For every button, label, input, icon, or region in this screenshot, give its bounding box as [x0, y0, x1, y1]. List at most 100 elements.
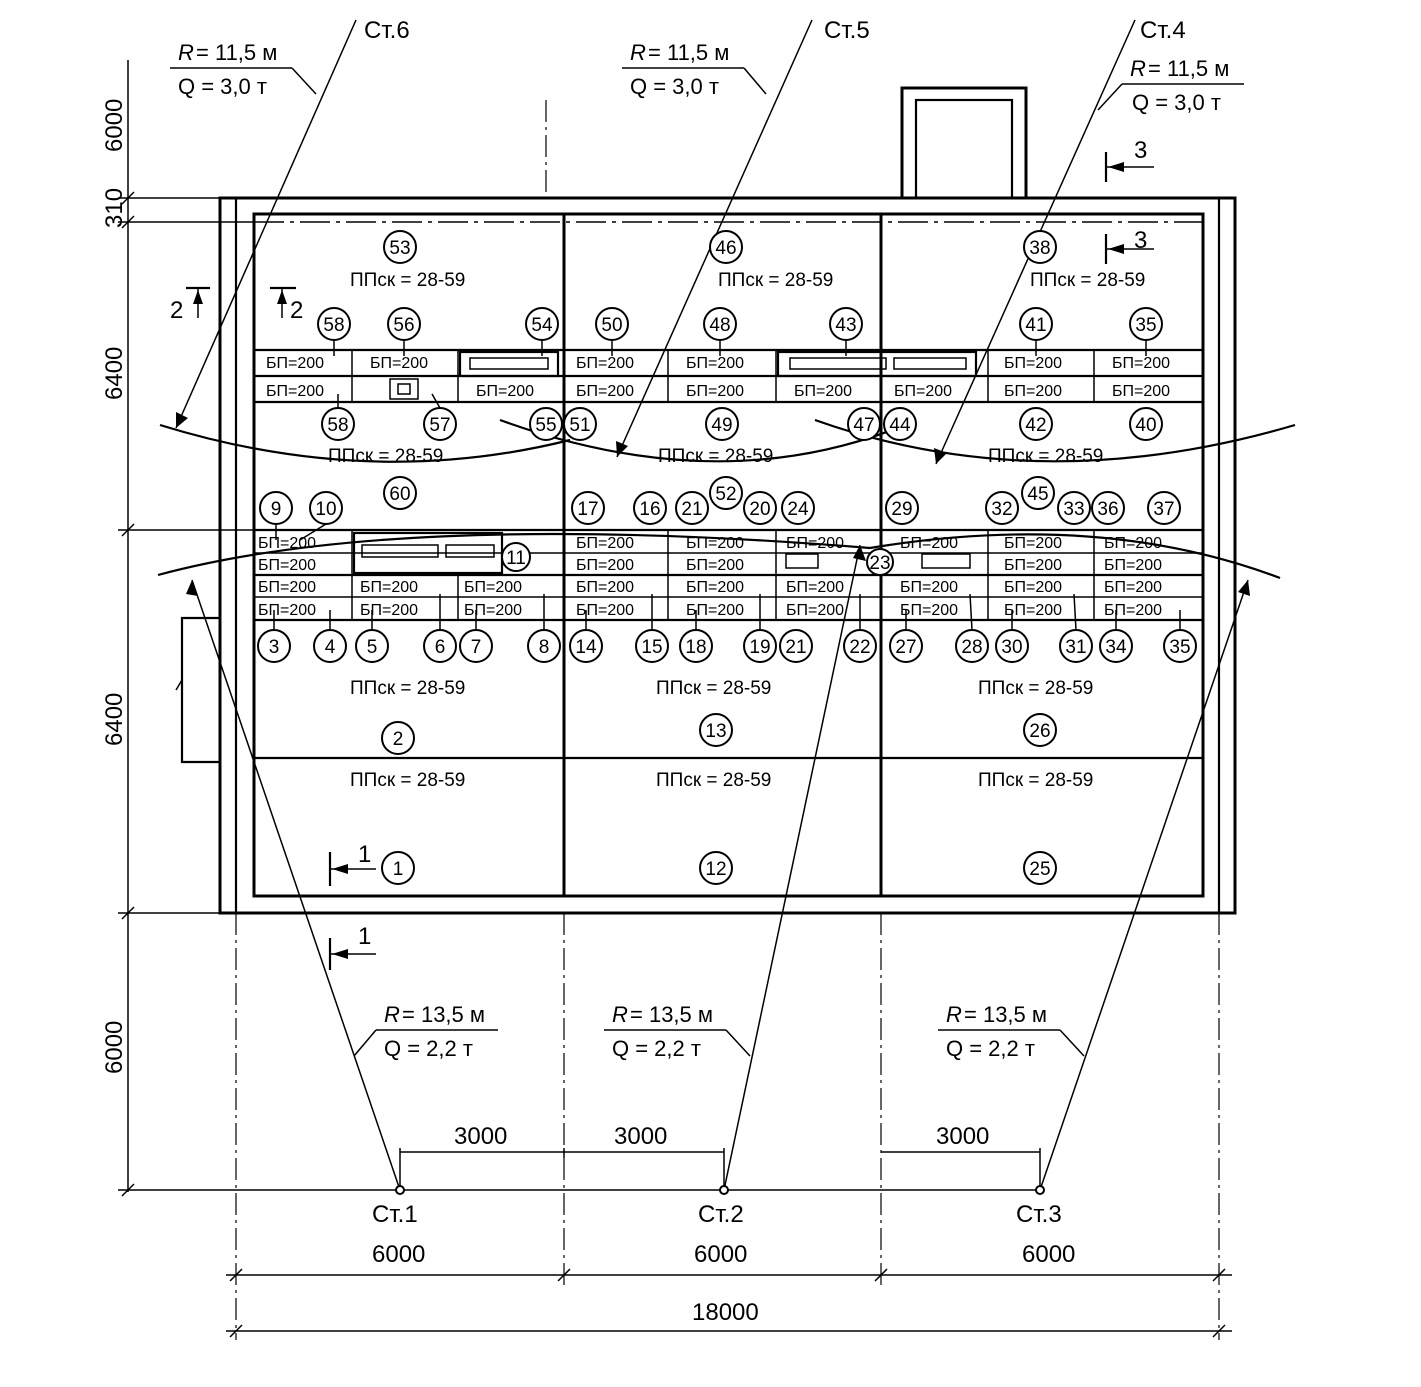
svg-text:1: 1 — [393, 859, 404, 880]
element-number: 33 — [1057, 491, 1091, 525]
svg-text:9: 9 — [271, 499, 282, 520]
crane-label-st5: Ст.5 R = 11,5 м Q = 3,0 т — [622, 17, 870, 99]
element-number: 51 — [563, 407, 597, 441]
crane-name: Ст.5 — [824, 17, 870, 44]
svg-text:2: 2 — [393, 729, 404, 750]
element-number: 26 — [1023, 713, 1057, 747]
dim-top-6000: 6000 — [101, 99, 128, 152]
svg-text:30: 30 — [1001, 637, 1022, 658]
block-label: БП=200 — [576, 602, 634, 619]
svg-text:3: 3 — [269, 637, 280, 658]
crane-name: Ст.2 — [698, 1201, 744, 1228]
block-label: БП=200 — [464, 579, 522, 596]
block-label: БП=200 — [266, 355, 324, 372]
element-number: 16 — [633, 491, 667, 525]
element-number: 10 — [309, 491, 343, 525]
crane-capacity: Q = 2,2 т — [384, 1036, 473, 1061]
svg-text:5: 5 — [367, 637, 378, 658]
svg-text:56: 56 — [393, 315, 414, 336]
crane-radius-symbol: R — [630, 40, 646, 65]
svg-text:41: 41 — [1025, 315, 1046, 336]
svg-text:8: 8 — [539, 637, 550, 658]
slab-label: ППск = 28-59 — [1030, 270, 1145, 291]
svg-text:32: 32 — [991, 499, 1012, 520]
block-label: БП=200 — [900, 535, 958, 552]
element-number: 11 — [501, 542, 531, 572]
svg-text:48: 48 — [709, 315, 730, 336]
crane-capacity: Q = 2,2 т — [946, 1036, 1035, 1061]
element-number: 23 — [866, 548, 894, 576]
block-label: БП=200 — [1004, 355, 1062, 372]
block-label: БП=200 — [1112, 383, 1170, 400]
block-label: БП=200 — [576, 355, 634, 372]
crane-radius: = 13,5 м — [630, 1002, 713, 1027]
svg-text:37: 37 — [1153, 499, 1174, 520]
dimension-lines — [118, 60, 1232, 1338]
block-labels: БП=200 БП=200 БП=200 БП=200 БП=200 БП=20… — [258, 355, 1170, 619]
element-number: 53 — [383, 230, 417, 264]
crane-name: Ст.6 — [364, 17, 410, 44]
element-number: 24 — [781, 491, 815, 525]
slab-label: ППск = 28-59 — [328, 446, 443, 467]
element-number: 35 — [1129, 307, 1163, 341]
block-label: БП=200 — [1104, 579, 1162, 596]
svg-text:13: 13 — [705, 721, 726, 742]
svg-text:24: 24 — [787, 499, 809, 520]
element-number: 28 — [955, 629, 989, 663]
block-label: БП=200 — [686, 383, 744, 400]
element-number: 57 — [423, 407, 457, 441]
crane-label-st3: R = 13,5 м Q = 2,2 т 3000 Ст.3 — [936, 1002, 1085, 1228]
slab-label: ППск = 28-59 — [658, 446, 773, 467]
crane-capacity: Q = 3,0 т — [630, 74, 719, 99]
slab-labels: ППск = 28-59 ППск = 28-59 ППск = 28-59 П… — [328, 270, 1145, 791]
element-number: 58 — [317, 307, 351, 341]
element-number: 29 — [885, 491, 919, 525]
building-outline — [175, 86, 1237, 915]
element-number: 12 — [699, 851, 733, 885]
element-number: 22 — [843, 629, 877, 663]
element-number: 37 — [1147, 491, 1181, 525]
lower-band-bubbles: 9 10 17 16 21 20 24 29 32 33 36 37 3 4 5… — [257, 491, 1197, 663]
crane-radius: = 11,5 м — [1148, 56, 1229, 81]
svg-text:46: 46 — [715, 238, 736, 259]
svg-text:21: 21 — [785, 637, 806, 658]
block-label: БП=200 — [476, 383, 534, 400]
crane-radius-symbol: R — [946, 1002, 962, 1027]
element-number: 8 — [527, 629, 561, 663]
element-number: 6 — [423, 629, 457, 663]
element-number: 36 — [1091, 491, 1125, 525]
svg-text:60: 60 — [389, 484, 410, 505]
element-number: 32 — [985, 491, 1019, 525]
element-number: 15 — [635, 629, 669, 663]
crane-radius: = 11,5 м — [196, 40, 277, 65]
block-label: БП=200 — [266, 383, 324, 400]
slab-label: ППск = 28-59 — [978, 678, 1093, 699]
block-label: БП=200 — [894, 383, 952, 400]
block-label: БП=200 — [786, 579, 844, 596]
element-number: 42 — [1019, 407, 1053, 441]
dim-bottom-6000: 6000 — [101, 1021, 128, 1074]
crane-capacity: Q = 3,0 т — [178, 74, 267, 99]
block-label: БП=200 — [258, 579, 316, 596]
svg-text:6: 6 — [435, 637, 446, 658]
svg-text:57: 57 — [429, 415, 450, 436]
crane-capacity: Q = 2,2 т — [612, 1036, 701, 1061]
svg-text:22: 22 — [849, 637, 870, 658]
svg-text:47: 47 — [853, 415, 874, 436]
element-number: 45 — [1021, 476, 1055, 510]
block-label: БП=200 — [576, 579, 634, 596]
svg-text:17: 17 — [577, 499, 598, 520]
element-number: 60 — [383, 476, 417, 510]
svg-text:45: 45 — [1027, 484, 1048, 505]
element-number: 55 — [529, 407, 563, 441]
element-number: 41 — [1019, 307, 1053, 341]
lower-block-band — [254, 530, 1203, 620]
element-number: 43 — [829, 307, 863, 341]
svg-text:52: 52 — [715, 484, 736, 505]
block-label: БП=200 — [1112, 355, 1170, 372]
svg-text:38: 38 — [1029, 238, 1050, 259]
svg-text:49: 49 — [711, 415, 732, 436]
upper-band-bubbles: 58 56 54 50 48 43 41 35 58 57 55 51 49 4… — [317, 307, 1163, 441]
grid-axes — [235, 100, 1220, 1340]
element-number: 52 — [709, 476, 743, 510]
